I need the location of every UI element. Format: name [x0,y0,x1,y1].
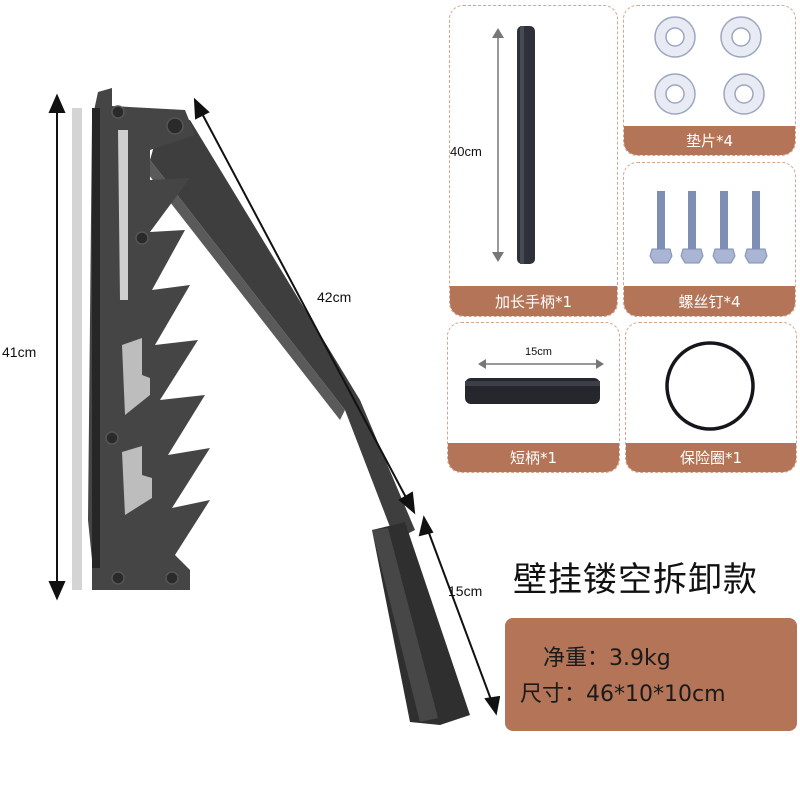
size-spec: 尺寸：46*10*10cm [520,682,726,707]
accessory-label: 短柄*1 [448,443,619,472]
product-title: 壁挂镂空拆卸款 [513,560,758,600]
wall-mount-bracket-illustration [48,88,501,725]
accessory-card-long-handle: 40cm 加长手柄*1 [449,5,618,317]
accessory-card-short-handle: 15cm 短柄*1 [447,322,620,473]
accessory-card-washers: 垫片*4 [623,5,796,156]
accessory-card-safety-ring: 保险圈*1 [625,322,797,473]
accessory-label: 垫片*4 [624,126,795,155]
height-dimension-label: 41cm [2,344,37,360]
accessory-label: 保险圈*1 [626,443,796,472]
short-handle-dimension-label: 15cm [525,346,552,358]
washers-image [654,16,765,115]
accessory-label: 螺丝钉*4 [624,286,795,316]
long-handle-image [492,26,535,264]
short-handle-image [465,359,604,404]
safety-ring-image [665,341,755,431]
weight-spec: 净重：3.9kg [543,646,671,671]
arm-length-dimension-label: 42cm [317,289,352,305]
accessory-label: 加长手柄*1 [450,286,617,316]
spec-box: 净重：3.9kg 尺寸：46*10*10cm [505,618,797,731]
main-product-image: 41cm 42cm 15cm [2,88,501,725]
grip-length-dimension-label: 15cm [448,583,483,599]
screws-image [649,191,768,264]
long-handle-dimension-label: 40cm [450,144,482,159]
accessory-card-screws: 螺丝钉*4 [623,162,796,317]
